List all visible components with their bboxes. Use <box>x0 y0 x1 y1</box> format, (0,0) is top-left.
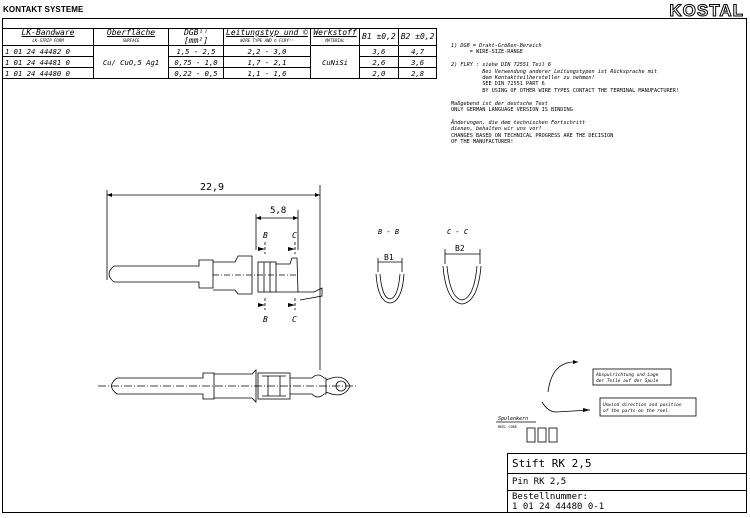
table-row: 1 01 24 44481 0 0,75 - 1,0 1,7 - 2,1 2,6… <box>2 56 438 68</box>
note-wire-size-en: = WIRE-SIZE-RANGE <box>451 49 523 56</box>
reel-arrow-icon <box>573 360 578 364</box>
note-changes-de2: dienen, behalten wir uns vor! <box>451 126 542 133</box>
note-flry-en: SEE DIN 72551 PART 6 <box>451 81 545 88</box>
reel-note-en-1: Unwind direction and position <box>603 402 682 408</box>
arrow-icon <box>256 216 261 220</box>
note-changes-en2: OF THE MANUFACTURER! <box>451 139 514 146</box>
section-label-c-top: C <box>292 231 297 240</box>
part-number: 1 01 24 44480 0 <box>2 67 94 79</box>
note-flry-de2: dem Kontaktteilhersteller zu nehmen! <box>451 75 595 82</box>
surface-value: Cu/ CuO,5 Ag1 <box>93 45 169 79</box>
section-label-c-bottom: C <box>292 315 297 324</box>
dim-crimp-length: 5,8 <box>270 206 286 216</box>
note-changes-de: Änderungen, die dem technischen Fortschr… <box>451 119 586 126</box>
reel-core-label: Spulenkern <box>498 416 528 422</box>
reel-core-label-en: REEL CORE <box>498 425 517 429</box>
view-b-b: B - B <box>378 228 399 236</box>
table-row: 1 01 24 44482 0 Cu/ CuO,5 Ag1 1,5 - 2,5 … <box>2 45 438 79</box>
unwind-arrow-icon <box>583 408 590 412</box>
dim-b2: B2 <box>455 244 465 253</box>
note-flry-en2: BY USING OF OTHER WIRE TYPES CONTACT THE… <box>451 87 679 94</box>
b1-value: 2,0 <box>359 67 399 79</box>
arrow-icon <box>107 193 112 197</box>
kostal-logo: KOSTAL <box>669 1 744 21</box>
table-row: 1 01 24 44480 0 0,22 - 0,5 1,1 - 1,6 2,0… <box>2 67 438 79</box>
section-arrow-icon <box>258 303 265 307</box>
section-title: KONTAKT SYSTEME <box>3 5 84 14</box>
b2-value: 2,8 <box>397 67 438 79</box>
drawing-frame <box>2 18 747 513</box>
reel-note-de-2: der Teile auf der Spule <box>596 378 659 384</box>
reel-note-en-2: of the parts on the reel. <box>603 408 671 414</box>
flry-value: 1,1 - 1,6 <box>223 67 311 79</box>
reel-note-de-1: Abspulrichtung und Lage <box>595 372 659 378</box>
notes-block: 1) DGB = Draht-Größen-Bereich = WIRE-SIZ… <box>451 43 679 146</box>
note-flry-de: Bei Verwendung anderer Leitungstypen ist… <box>451 68 658 75</box>
part-name-en: Pin RK 2,5 <box>508 474 747 491</box>
note-language-en: ONLY GERMAN LANGUAGE VERSION IS BINDING <box>451 107 573 114</box>
arrow-icon <box>315 193 320 197</box>
dim-b1: B1 <box>384 253 394 262</box>
order-number-block: Bestellnummer: 1 01 24 44480 0-1 <box>508 491 747 518</box>
section-arrow-icon <box>288 303 295 307</box>
section-arrow-icon <box>258 247 265 251</box>
section-label-b-top: B <box>263 231 268 240</box>
note-changes-en: CHANGES BASED ON TECHNICAL PROGRESS ARE … <box>451 132 614 139</box>
section-arrow-icon <box>288 247 295 251</box>
part-name-de: Stift RK 2,5 <box>508 454 747 474</box>
section-label-b-bottom: B <box>263 315 268 324</box>
note-wire-size: 1) DGB = Draht-Größen-Bereich <box>451 43 542 49</box>
material-value: CuNiSi <box>310 45 360 79</box>
title-block: Stift RK 2,5 Pin RK 2,5 Bestellnummer: 1… <box>507 453 747 513</box>
note-language-de: Maßgebend ist der deutsche Text <box>451 100 548 107</box>
order-number: 1 01 24 44480 0-1 <box>512 501 605 512</box>
arrow-icon <box>293 216 298 220</box>
view-c-c: C - C <box>447 228 469 236</box>
note-flry: 2) FLRY : siehe DIN 72551 Teil 6 <box>451 62 551 69</box>
order-number-label: Bestellnummer: <box>512 492 588 502</box>
dim-total-length: 22,9 <box>200 182 224 193</box>
